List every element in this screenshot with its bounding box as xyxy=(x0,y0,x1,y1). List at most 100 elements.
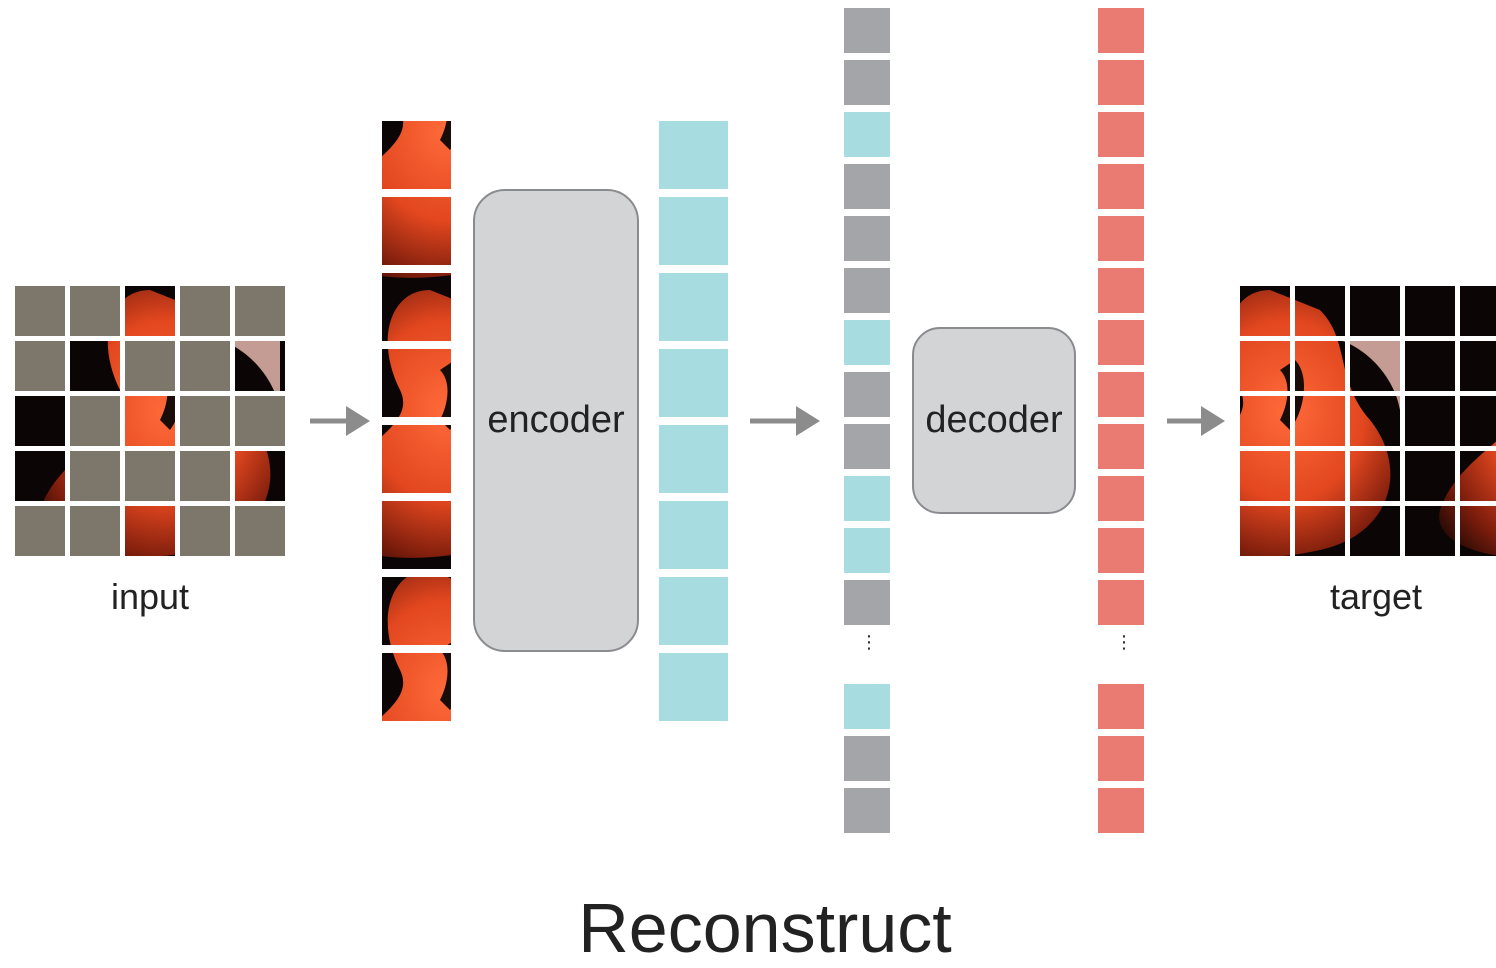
mask-token xyxy=(844,216,890,261)
target-patch xyxy=(1240,506,1290,556)
encoded-token xyxy=(844,528,890,573)
arrow-icon xyxy=(310,406,370,436)
mask-token xyxy=(844,164,890,209)
mask-token xyxy=(844,580,890,625)
flow-arrows xyxy=(310,406,1225,436)
target-patch xyxy=(1295,396,1345,446)
encoded-token-column xyxy=(659,121,728,721)
mask-sequence-ellipsis: ⋮ xyxy=(860,632,878,652)
decoder-output-token xyxy=(1098,372,1144,417)
visible-patch xyxy=(70,341,120,391)
target-patch xyxy=(1405,341,1455,391)
mask-token xyxy=(844,424,890,469)
target-patch xyxy=(1460,451,1496,501)
masked-patch xyxy=(15,506,65,556)
encoded-token xyxy=(659,197,728,265)
mask-token xyxy=(844,736,890,781)
decoder-output-token xyxy=(1098,268,1144,313)
target-patch xyxy=(1350,451,1400,501)
masked-patch xyxy=(70,506,120,556)
decoder-output-token xyxy=(1098,736,1144,781)
masked-patch xyxy=(15,341,65,391)
decoder-block: decoder xyxy=(912,327,1076,514)
target-patch xyxy=(1405,451,1455,501)
masked-patch xyxy=(180,286,230,336)
visible-patch xyxy=(125,396,175,446)
target-patch xyxy=(1350,286,1400,336)
masked-patch xyxy=(235,286,285,336)
encoded-token xyxy=(659,425,728,493)
encoded-token xyxy=(659,577,728,645)
encoded-token xyxy=(659,273,728,341)
masked-patch xyxy=(180,396,230,446)
encoded-token xyxy=(659,653,728,721)
mask-token xyxy=(844,788,890,833)
full-token-sequence-column xyxy=(844,8,890,833)
target-patch xyxy=(1295,451,1345,501)
target-patch xyxy=(1240,286,1290,336)
decoder-output-token xyxy=(1098,320,1144,365)
masked-patch xyxy=(235,396,285,446)
decoder-output-token xyxy=(1098,164,1144,209)
mask-token xyxy=(844,268,890,313)
target-patch xyxy=(1460,396,1496,446)
encoded-token xyxy=(659,349,728,417)
decoder-output-token xyxy=(1098,788,1144,833)
masked-patch xyxy=(125,341,175,391)
visible-patch-column xyxy=(382,121,451,721)
decoder-output-token xyxy=(1098,8,1144,53)
visible-patch-token xyxy=(382,273,451,341)
masked-patch xyxy=(235,506,285,556)
target-patch xyxy=(1295,341,1345,391)
target-patch xyxy=(1460,506,1496,556)
decoder-output-token xyxy=(1098,580,1144,625)
visible-patch xyxy=(125,506,175,556)
masked-patch xyxy=(180,341,230,391)
decoder-output-token xyxy=(1098,216,1144,261)
visible-patch-token xyxy=(382,349,451,417)
target-label: target xyxy=(1329,576,1423,617)
input-patch-grid xyxy=(15,286,285,556)
masked-patch xyxy=(180,451,230,501)
target-patch xyxy=(1240,396,1290,446)
mask-token xyxy=(844,8,890,53)
decoder-output-token xyxy=(1098,60,1144,105)
target-patch xyxy=(1240,451,1290,501)
target-patch-grid xyxy=(1240,286,1496,556)
input-label: input xyxy=(110,576,190,617)
visible-patch-token xyxy=(382,577,451,645)
encoded-token xyxy=(844,112,890,157)
decoder-output-token xyxy=(1098,112,1144,157)
decoder-output-token xyxy=(1098,528,1144,573)
target-patch xyxy=(1460,286,1496,336)
visible-patch-token xyxy=(382,425,451,493)
encoded-token xyxy=(844,476,890,521)
visible-patch-token xyxy=(382,121,451,189)
visible-patch-token xyxy=(382,501,451,569)
masked-patch xyxy=(180,506,230,556)
target-patch xyxy=(1295,286,1345,336)
masked-patch xyxy=(15,286,65,336)
visible-patch-token xyxy=(382,653,451,721)
encoded-token xyxy=(844,684,890,729)
visible-patch-token xyxy=(382,197,451,265)
mask-token xyxy=(844,372,890,417)
target-patch xyxy=(1240,341,1290,391)
encoded-token xyxy=(659,121,728,189)
target-patch xyxy=(1405,286,1455,336)
encoder-block: encoder xyxy=(473,189,639,652)
mask-token xyxy=(844,60,890,105)
decoder-output-ellipsis: ⋮ xyxy=(1115,632,1133,652)
visible-patch xyxy=(15,451,65,501)
encoded-token xyxy=(659,501,728,569)
decoder-output-token xyxy=(1098,476,1144,521)
encoded-token xyxy=(844,320,890,365)
decoder-label: decoder xyxy=(925,399,1063,441)
target-patch xyxy=(1405,396,1455,446)
target-patch xyxy=(1405,506,1455,556)
masked-patch xyxy=(70,451,120,501)
encoder-label: encoder xyxy=(487,399,625,441)
decoder-output-column xyxy=(1098,8,1144,833)
